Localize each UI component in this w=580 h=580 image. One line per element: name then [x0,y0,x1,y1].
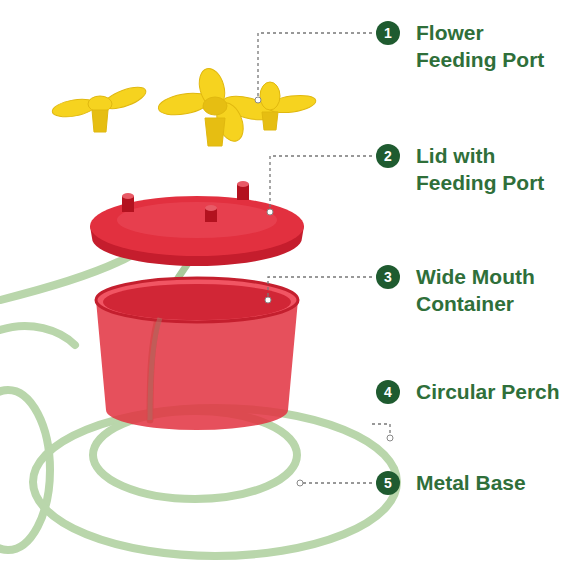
metal-base [33,408,397,556]
wire-ring [0,390,50,550]
part-label: Lid with Feeding Port [416,142,566,196]
container-rim [96,278,298,322]
feeding-port [237,181,249,187]
part-label: Circular Perch [416,378,576,405]
leader-line [258,33,390,483]
part-label: Metal Base [416,469,566,496]
flower-port [51,83,148,132]
callout-number: 2 [376,144,400,168]
callout-number: 4 [376,380,400,404]
callout-number: 5 [376,471,400,495]
leader-dot [255,97,393,486]
container-inside [103,284,291,320]
flower-port [260,82,317,130]
feeding-port [205,205,217,211]
wire-stem [0,326,75,345]
callout-number: 3 [376,265,400,289]
part-label: Flower Feeding Port [416,19,566,73]
part-label: Wide Mouth Container [416,263,566,317]
lid-highlight [117,202,277,238]
wire-stem [150,318,160,420]
feeding-port [122,193,134,199]
callout-number: 1 [376,21,400,45]
lid-top [90,196,304,256]
